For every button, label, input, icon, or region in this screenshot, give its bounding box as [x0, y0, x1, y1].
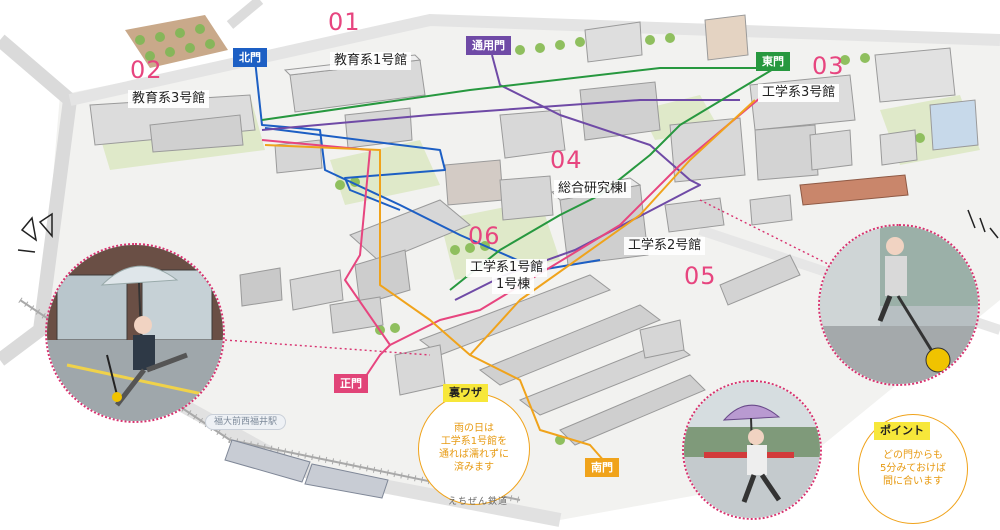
tip-rain-line-2: 工学系1号館を: [440, 436, 508, 447]
tip-point-line-3: 間に合います: [883, 476, 943, 487]
road-nw: [226, 0, 264, 29]
photo-engineering-scene: [820, 226, 978, 384]
building-name-06[interactable]: 工学系1号館: [466, 259, 548, 277]
buildings-layer: [89, 14, 979, 446]
gate-east-label[interactable]: 東門: [756, 52, 790, 71]
road-west: [0, 34, 78, 366]
building-name-03[interactable]: 工学系3号館: [758, 84, 840, 102]
building-number-06: 06: [468, 222, 501, 250]
tip-point-line-1: どの門からも: [883, 450, 943, 461]
photo-south-gate-scene: [684, 382, 820, 518]
building-number-03: 03: [812, 52, 845, 80]
building-number-02: 02: [130, 56, 163, 84]
emphasis-marks-left: [17, 212, 53, 253]
gate-north-label[interactable]: 北門: [233, 48, 267, 67]
photo-main-gate-scene: [47, 245, 223, 421]
emphasis-marks-right: [967, 209, 999, 239]
road-north: [68, 13, 1000, 106]
building-name-01[interactable]: 教育系1号館: [330, 52, 412, 70]
building-number-04: 04: [550, 146, 583, 174]
tip-tag-ura-waza: 裏ワザ: [443, 384, 488, 402]
building-number-01: 01: [328, 8, 361, 36]
station-label[interactable]: 福大前西福井駅: [205, 414, 287, 430]
building-name-02[interactable]: 教育系3号館: [128, 90, 210, 108]
tip-rain-line-4: 済みます: [454, 462, 494, 473]
railway-label: えちぜん鉄道: [448, 497, 509, 507]
train-car-2: [304, 463, 389, 499]
photo-main-gate-walker: [45, 243, 225, 423]
tip-rain-line-3: 通れば濡れずに: [439, 449, 509, 460]
tip-point-line-2: 5分みておけば: [879, 463, 947, 474]
gate-tsuyo-label[interactable]: 通用門: [466, 36, 511, 55]
gate-south-label[interactable]: 南門: [585, 458, 619, 477]
tip-bubble-rain: 雨の日は 工学系1号館を 通れば濡れずに 済みます: [418, 393, 530, 505]
building-name-06-sub: 1号棟: [492, 276, 535, 294]
photo-south-gate-runner: [682, 380, 822, 520]
train-car: [224, 439, 311, 483]
building-name-05[interactable]: 工学系2号館: [624, 237, 706, 255]
building-number-05: 05: [684, 262, 717, 290]
tip-rain-line-1: 雨の日は: [454, 423, 494, 434]
trees-field: [135, 24, 215, 61]
tip-tag-point: ポイント: [874, 422, 930, 440]
gate-main-label[interactable]: 正門: [334, 374, 368, 393]
photo-engineering-walker: [818, 224, 980, 386]
building-name-04[interactable]: 総合研究棟Ⅰ: [554, 180, 631, 198]
callout-lines: [224, 199, 831, 356]
